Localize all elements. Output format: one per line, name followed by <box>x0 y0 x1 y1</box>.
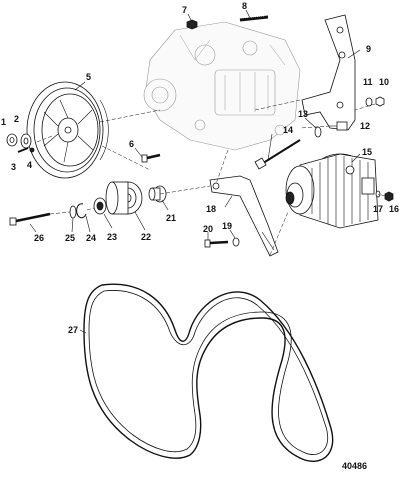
callout-26: 26 <box>34 233 44 243</box>
callout-25: 25 <box>65 233 75 243</box>
callout-21: 21 <box>166 213 176 223</box>
callout-23: 23 <box>107 232 117 242</box>
callout-labels: 1 2 3 4 5 6 7 8 9 10 11 12 13 14 15 16 1… <box>1 1 399 335</box>
alternator <box>285 153 379 229</box>
crankshaft-pulley <box>26 81 109 179</box>
callout-18: 18 <box>206 204 216 214</box>
bolt-14 <box>254 139 301 170</box>
callout-19: 19 <box>222 221 232 231</box>
callout-9: 9 <box>366 44 371 54</box>
callout-16: 16 <box>389 204 399 214</box>
callout-5: 5 <box>86 72 91 82</box>
nut-16-washer-17 <box>375 190 394 202</box>
callout-27: 27 <box>68 325 78 335</box>
callout-3: 3 <box>11 162 16 172</box>
stud-8 <box>239 15 269 22</box>
callout-14: 14 <box>283 125 293 135</box>
callout-22: 22 <box>141 232 151 242</box>
bolt-6 <box>141 153 161 163</box>
figure-number: 40486 <box>342 461 367 471</box>
callout-7: 7 <box>182 5 187 15</box>
callout-20: 20 <box>203 224 213 234</box>
washer-13 <box>314 126 322 138</box>
callout-12: 12 <box>360 121 370 131</box>
bolt-26 <box>9 212 51 226</box>
callout-17: 17 <box>373 204 383 214</box>
fasteners-1-4 <box>6 133 35 153</box>
callout-ticks <box>29 9 361 334</box>
mounting-bracket <box>301 14 356 131</box>
bolt-12 <box>330 121 348 131</box>
idler-pulley-assembly <box>93 181 167 215</box>
callout-4: 4 <box>27 160 32 170</box>
nut-7 <box>186 19 198 30</box>
callout-6: 6 <box>129 139 134 149</box>
callout-1: 1 <box>1 117 6 127</box>
serpentine-drive-belt <box>83 283 334 463</box>
leader-lines <box>36 99 386 256</box>
bolt-and-washer-20-19 <box>204 237 240 248</box>
callout-24: 24 <box>86 233 96 243</box>
nut-and-washer-right <box>365 96 385 107</box>
callout-10: 10 <box>379 77 389 87</box>
engine-block-ghost <box>143 21 301 151</box>
callout-8: 8 <box>242 1 247 11</box>
callout-15: 15 <box>362 147 372 157</box>
callout-2: 2 <box>14 114 19 124</box>
callout-13: 13 <box>298 109 308 119</box>
snap-ring-and-washer <box>69 203 87 219</box>
callout-11: 11 <box>363 77 373 87</box>
adjusting-bracket <box>209 175 279 257</box>
